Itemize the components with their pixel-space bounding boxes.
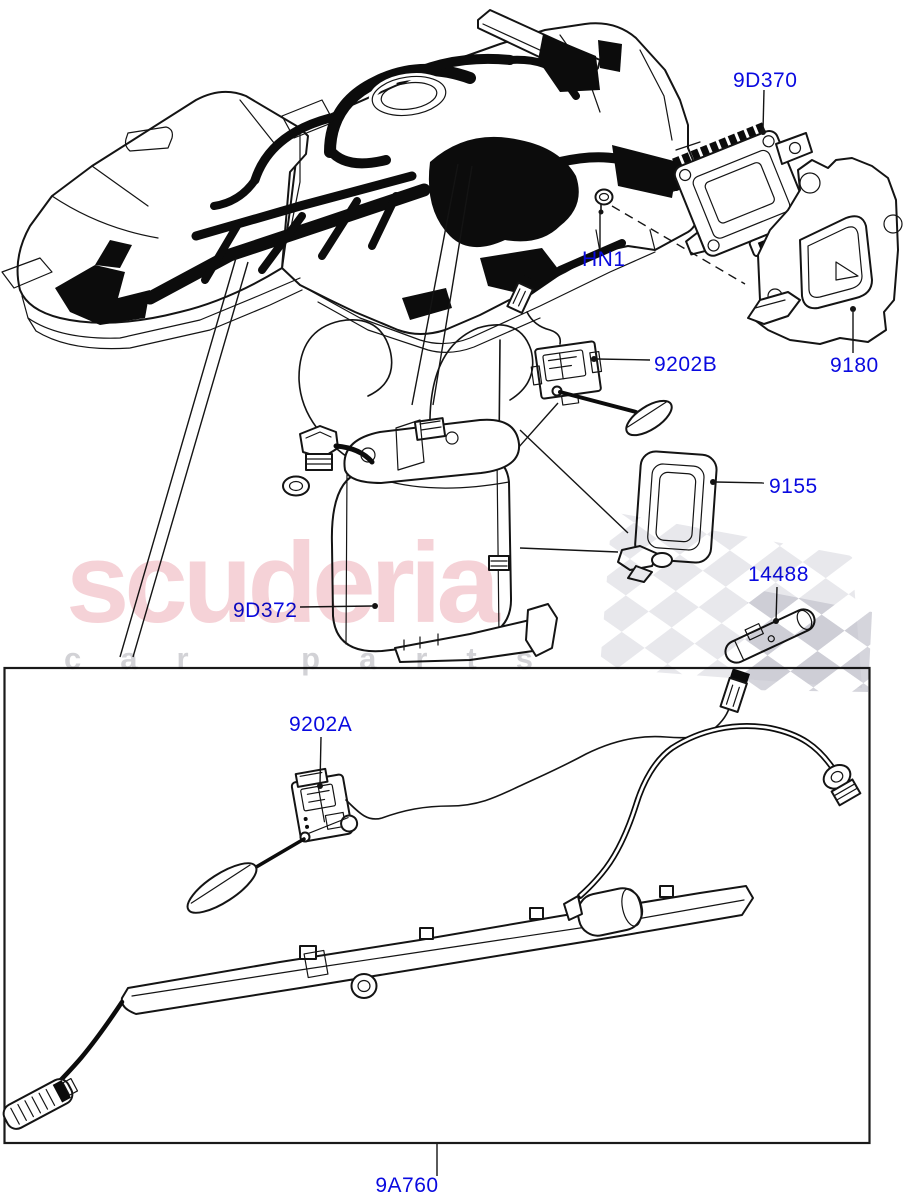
fuel-sender-9202a <box>186 767 359 914</box>
part-label-hn1[interactable]: HN1 <box>582 248 626 271</box>
screw-hn1 <box>594 188 746 285</box>
part-label-9180[interactable]: 9180 <box>830 354 879 377</box>
tank-harness-black-overlay <box>55 34 681 325</box>
tube-14488 <box>724 608 816 664</box>
harness-box <box>3 666 871 1145</box>
part-label-9202b[interactable]: 9202B <box>654 353 717 376</box>
fuel-tank-illustration <box>1 9 701 353</box>
mounting-bracket-9180 <box>747 157 903 345</box>
shield-9155 <box>617 450 718 583</box>
part-label-14488[interactable]: 14488 <box>748 563 809 586</box>
fuel-sender-9202b <box>506 274 673 437</box>
wiring-harness-9a760 <box>2 668 862 1130</box>
part-label-9155[interactable]: 9155 <box>769 475 818 498</box>
part-label-9d370[interactable]: 9D370 <box>733 69 797 92</box>
tank-filler-ring <box>368 72 450 120</box>
part-label-9d372[interactable]: 9D372 <box>233 599 297 622</box>
fuel-pump-module-9d372 <box>282 319 629 663</box>
part-label-9202a[interactable]: 9202A <box>289 713 352 736</box>
part-label-9a760[interactable]: 9A760 <box>375 1174 438 1197</box>
